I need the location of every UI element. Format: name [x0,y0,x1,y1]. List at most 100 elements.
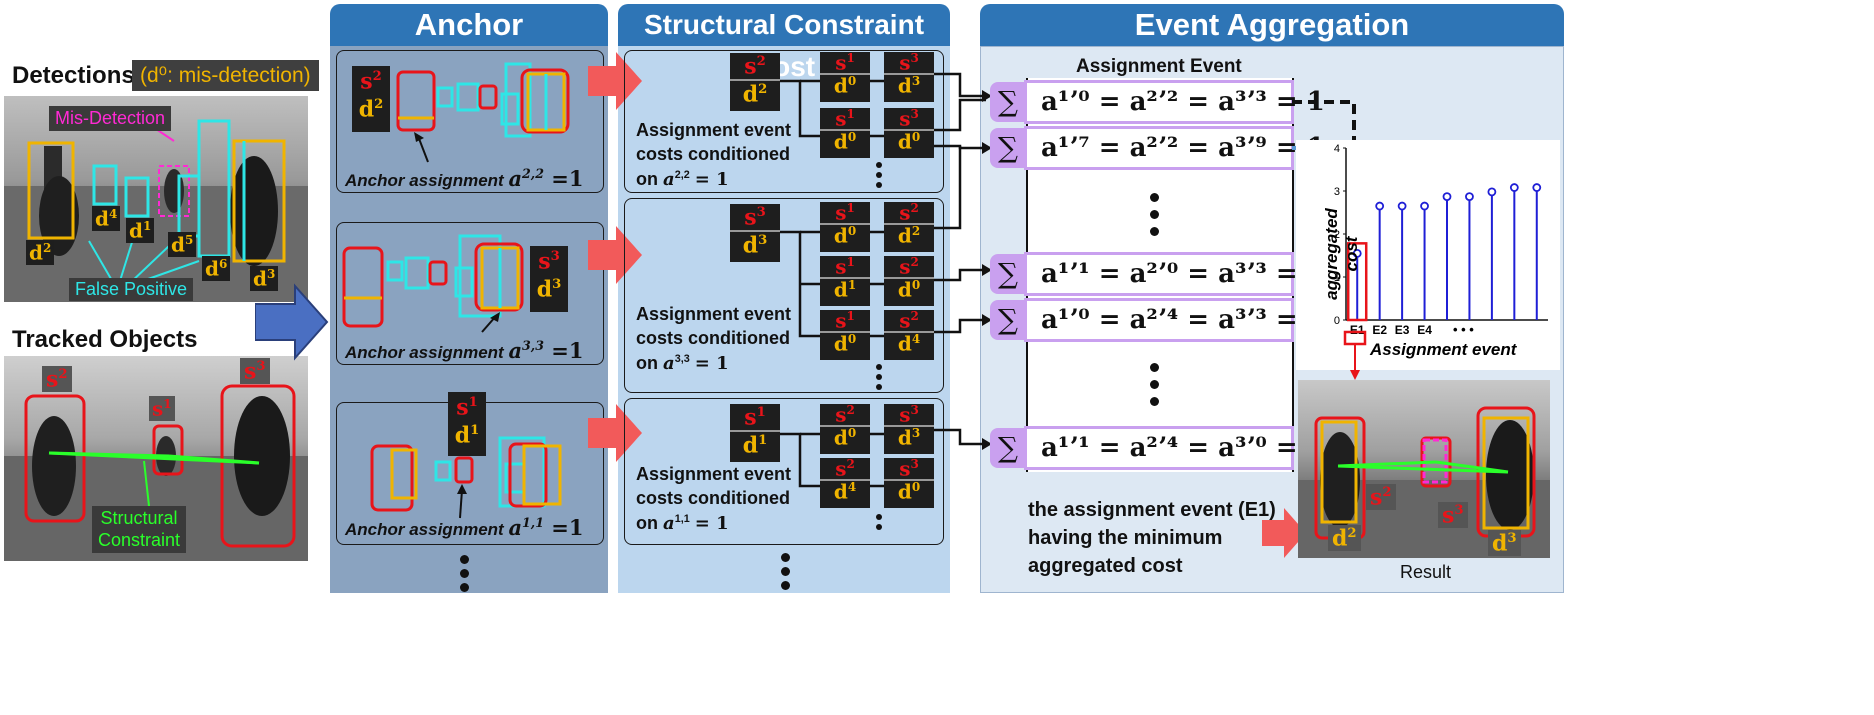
det-label-d3: d3 [250,266,279,291]
pair-tile: s2 d0 [884,256,934,306]
chart-point [1532,183,1542,192]
red-arrow-3-icon [588,404,642,462]
anchor-tile-2: s3 d3 [530,246,568,312]
structural-anchor-3: s1 d1 [730,404,780,462]
red-arrow-2-icon [588,226,642,284]
chart-x-tick-label: E2 [1372,323,1387,337]
pair-tile: s3 d3 [884,52,934,102]
e1-result-arrow [1343,330,1367,380]
anchor-panel-title: Anchor Assignment [330,4,608,84]
track-label-s3: s3 [240,358,270,385]
pair-tile: s1 d0 [820,108,870,158]
chart-x-tick-label: E3 [1395,323,1410,337]
chart-xlabel: Assignment event [1370,340,1517,359]
det-label-d6: d6 [202,256,231,281]
pair-tile: s1 d0 [820,310,870,360]
event-connectors [934,72,992,450]
chart-y-tick-label: 0 [1334,315,1340,327]
sigma-icon: ∑ [990,300,1026,340]
sigma-icon: ∑ [990,254,1026,294]
structural-anchor-1: s2 d2 [730,53,780,111]
pair-tile: s3 d3 [884,404,934,454]
structural-tree-lines [778,79,884,488]
pair-tile: s3 d0 [884,458,934,508]
result-label-s3: s3 [1438,502,1468,529]
event-equation: a¹ʼ⁰ = a²ʼ² = a³ʼ³ = 1 [1024,80,1325,124]
result-label: Result [1400,562,1452,582]
misdetection-note: (d⁰: mis-detection) [132,60,319,91]
chart-y-tick-label: 3 [1334,186,1340,198]
anchor-caption-1: Anchor assignment a2,2 =1 [345,166,584,191]
result-image: s2 s3 d2 d3 [1298,380,1550,558]
track-label-s1: s1 [149,396,175,421]
false-positive-label: False Positive [69,278,194,301]
anchor-caption-2: Anchor assignment a3,3 =1 [345,338,584,363]
event-dots-2 [1150,355,1159,414]
chart-x-tick-label: E1 [1350,323,1365,337]
event-equation: a¹ʼ¹ = a²ʼ⁴ = a³ʼ⁰ = 1 [1024,426,1325,470]
anchor-tile-3: s1 d1 [448,392,486,456]
structural-anchor-2: s3 d3 [730,204,780,262]
event-equation: a¹ʼ⁰ = a²ʼ⁴ = a³ʼ³ = 1 [1024,298,1325,342]
chart-point [1509,183,1519,192]
pair-tile: s2 d4 [884,310,934,360]
chart-point [1442,192,1452,201]
sigma-icon: ∑ [990,428,1026,468]
anchor-box-2 [336,222,604,365]
chart-point [1465,192,1474,201]
chart-y-tick-label: 2 [1334,229,1340,241]
chart-point [1397,201,1407,211]
anchor-more-dots [458,550,470,597]
pair-tile: s1 d1 [820,256,870,306]
det-label-d2: d2 [26,240,55,265]
chart-point [1487,187,1497,197]
det-label-d4: d4 [92,206,121,231]
pair-tile: s1 d0 [820,202,870,252]
det-label-d1: d1 [126,218,155,243]
result-label-d2: d2 [1328,525,1361,552]
event-dots-1 [1150,185,1159,244]
pair-tile: s2 d2 [884,202,934,252]
chart-point [1352,248,1362,258]
anchor-caption-3: Anchor assignment a1,1 =1 [345,515,584,540]
chart-x-tick-label: E4 [1417,323,1432,337]
anchor-shapes-3 [370,436,562,519]
structural-panel-title: Structural Constraint Cost [618,4,950,82]
chart-y-tick-label: 1 [1334,272,1340,284]
anchor-shapes-1 [396,62,570,163]
detections-image: Mis-Detection d4 d1 d5 d6 d2 d3 False Po… [4,96,308,302]
chart-ylabel: aggregated cost [1322,208,1361,300]
chart-highlight [1346,242,1368,322]
structural-more-dots [776,548,795,595]
event-panel-title: Event Aggregation [980,4,1564,46]
misdetection-label: Mis-Detection [49,106,172,131]
detections-title: Detections [12,62,135,89]
structural-box-2 [624,198,944,393]
event-equation: a¹ʼ⁷ = a²ʼ² = a³ʼ⁹ = 1 [1024,126,1325,170]
track-label-s2: s2 [42,366,72,393]
red-arrow-result-icon [1262,508,1306,558]
chart-x-ellipsis: • • • [1453,322,1474,337]
structural-constraint-label: Structural Constraint [92,506,187,554]
structural-dots-1 [872,158,886,192]
chart-point [1375,201,1385,211]
cost-chart-svg: 0 1 2 3 4E1 E2 E3 E4 • • • [1334,143,1548,337]
pair-tile: s1 d0 [820,52,870,102]
sigma-icon: ∑ [990,82,1026,122]
result-label-s2: s2 [1366,484,1396,511]
pair-tile: s3 d0 [884,108,934,158]
structural-dots-3 [872,510,886,534]
tracked-objects-image: s2 s1 s3 Structural Constraint [4,356,308,561]
assignment-event-header: Assignment Event [1076,56,1242,77]
chart-y-tick-label: 4 [1334,143,1340,155]
red-arrow-1-icon [588,52,642,110]
event-equation: a¹ʼ¹ = a²ʼ⁰ = a³ʼ³ = 1 [1024,252,1325,296]
structural-dots-2 [872,360,886,394]
pair-tile: s2 d4 [820,458,870,508]
anchor-shapes-2 [342,234,524,333]
det-label-d5: d5 [168,232,197,257]
